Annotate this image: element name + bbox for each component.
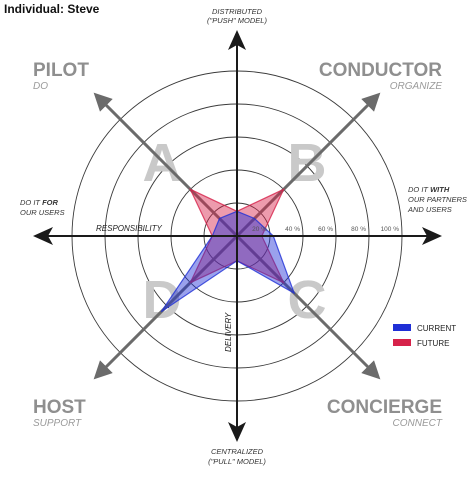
ring-label-1: 20 %	[252, 226, 267, 233]
quadrant-name-concierge: CONCIERGE	[327, 397, 442, 418]
axis-arrow-concierge	[235, 234, 381, 380]
legend-future-label: FUTURE	[417, 339, 449, 348]
page-title: Individual: Steve	[4, 2, 100, 16]
arrowhead-left	[33, 227, 53, 245]
legend-current-swatch	[393, 324, 411, 331]
ring-label-3: 60 %	[318, 226, 333, 233]
arrowhead-right	[422, 227, 442, 245]
top-axis-label-line2: ("PUSH" MODEL)	[207, 16, 267, 25]
quadrant-sub-host: SUPPORT	[33, 418, 82, 429]
axis-arrow-host	[93, 234, 239, 380]
series-layer	[160, 188, 296, 313]
legend-future-swatch	[393, 339, 411, 346]
quadrant-sub-conductor: ORGANIZE	[390, 81, 443, 92]
quadrant-name-pilot: PILOT	[33, 60, 89, 81]
left-axis-label-emph: FOR	[42, 198, 58, 207]
ring-percent-labels: 20 % 40 % 60 % 80 % 100 %	[252, 226, 399, 233]
bottom-axis-label-line2: ("PULL" MODEL)	[208, 457, 266, 466]
left-axis-label-line1: DO IT FOR	[20, 198, 59, 207]
top-axis-label-line1: DISTRIBUTED	[212, 7, 263, 16]
right-axis-label-line1: DO IT WITH	[408, 185, 450, 194]
quadrant-sub-pilot: DO	[33, 81, 48, 92]
responsibility-axis-label: RESPONSIBILITY	[96, 224, 162, 233]
series-current-area	[160, 210, 296, 313]
axis-arrow-conductor	[235, 92, 381, 238]
quadrant-sub-concierge: CONNECT	[393, 418, 443, 429]
delivery-axis-label: DELIVERY	[224, 312, 233, 352]
arrowhead-down	[228, 422, 246, 442]
right-axis-label-prefix: DO IT	[408, 185, 430, 194]
quadrant-name-host: HOST	[33, 397, 86, 418]
right-axis-label-line3: AND USERS	[407, 205, 452, 214]
quadrant-letter-b: B	[288, 133, 327, 193]
ring-label-4: 80 %	[351, 226, 366, 233]
ring-label-5: 100 %	[381, 226, 400, 233]
right-axis-label-line2: OUR PARTNERS	[408, 195, 467, 204]
quadrant-name-conductor: CONDUCTOR	[319, 60, 442, 81]
left-axis-label-line2: OUR USERS	[20, 208, 65, 217]
ring-label-2: 40 %	[285, 226, 300, 233]
right-axis-label-emph: WITH	[430, 185, 450, 194]
legend-current-label: CURRENT	[417, 324, 456, 333]
arrowhead-up	[228, 30, 246, 50]
axis-arrow-pilot	[93, 92, 239, 238]
bottom-axis-label-line1: CENTRALIZED	[211, 447, 264, 456]
left-axis-label-prefix: DO IT	[20, 198, 42, 207]
